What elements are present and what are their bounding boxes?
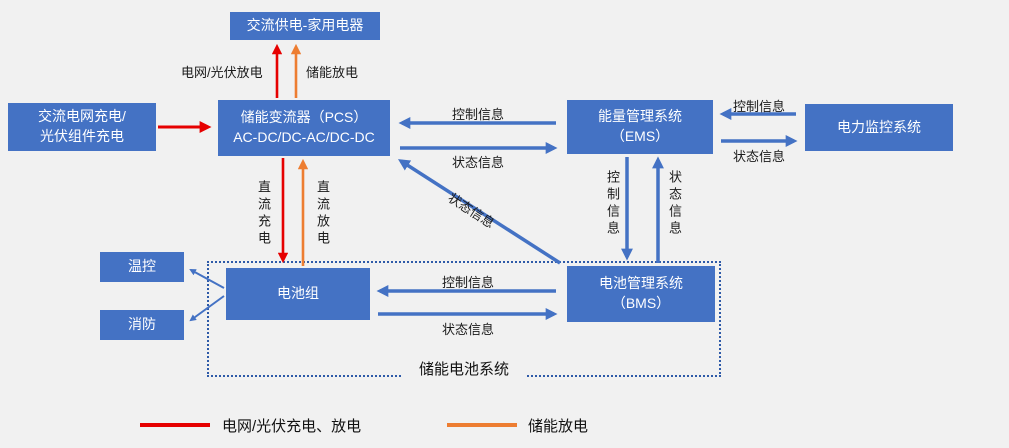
box-grid-pv-charge-line1: 交流电网充电/ [38, 108, 126, 125]
label-status-info-pcs-ems: 状态信息 [451, 155, 504, 170]
label-dc-discharge: 直流放电 [315, 180, 330, 248]
legend-red-line [140, 423, 210, 427]
box-power-monitor: 电力监控系统 [805, 104, 953, 151]
box-bms-line1: 电池管理系统 [599, 275, 683, 292]
box-bms-line2: （BMS） [611, 295, 671, 311]
box-pcs-line1: 储能变流器（PCS） [240, 109, 368, 126]
box-pcs-line2: AC-DC/DC-AC/DC-DC [233, 129, 375, 145]
box-ems-line2: （EMS） [610, 128, 670, 144]
label-storage-discharge-top: 储能放电 [306, 65, 359, 80]
label-grid-pv-discharge: 电网/光伏放电 [181, 65, 263, 80]
box-bms: 电池管理系统 （BMS） [567, 266, 715, 322]
box-temp-control: 温控 [100, 252, 184, 282]
box-ac-supply-label: 交流供电-家用电器 [246, 17, 364, 34]
box-battery-pack-label: 电池组 [277, 285, 319, 302]
box-ems: 能量管理系统 （EMS） [567, 100, 713, 154]
legend-orange-line [447, 423, 517, 427]
box-ems-line1: 能量管理系统 [598, 108, 682, 125]
legend-orange-label: 储能放电 [528, 418, 589, 435]
label-control-info-ems-monitor: 控制信息 [732, 99, 785, 114]
box-power-monitor-label: 电力监控系统 [837, 118, 921, 135]
box-ac-supply-appliances: 交流供电-家用电器 [230, 12, 380, 40]
label-status-info-battery-bms: 状态信息 [441, 322, 494, 337]
legend-red-label: 电网/光伏充电、放电 [222, 418, 362, 435]
box-battery-pack: 电池组 [226, 268, 370, 320]
box-pcs: 储能变流器（PCS） AC-DC/DC-AC/DC-DC [218, 100, 390, 156]
box-grid-pv-charge: 交流电网充电/ 光伏组件充电 [8, 103, 156, 151]
box-grid-pv-charge-line2: 光伏组件充电 [40, 128, 124, 144]
label-control-info-pcs-ems: 控制信息 [451, 107, 504, 122]
label-dc-charge: 直流充电 [256, 180, 271, 248]
label-status-info-bms-ems: 状态信息 [667, 170, 682, 238]
label-control-info-bms-battery: 控制信息 [441, 275, 494, 290]
label-control-info-ems-bms: 控制信息 [605, 170, 620, 238]
box-temp-control-label: 温控 [128, 258, 156, 275]
label-battery-system-group: 储能电池系统 [403, 360, 525, 380]
box-fire-protection-label: 消防 [128, 316, 156, 333]
label-status-info-ems-monitor: 状态信息 [732, 149, 785, 164]
box-fire-protection: 消防 [100, 310, 184, 340]
label-status-info-bms-pcs-diagonal: 状态信息 [445, 190, 498, 231]
